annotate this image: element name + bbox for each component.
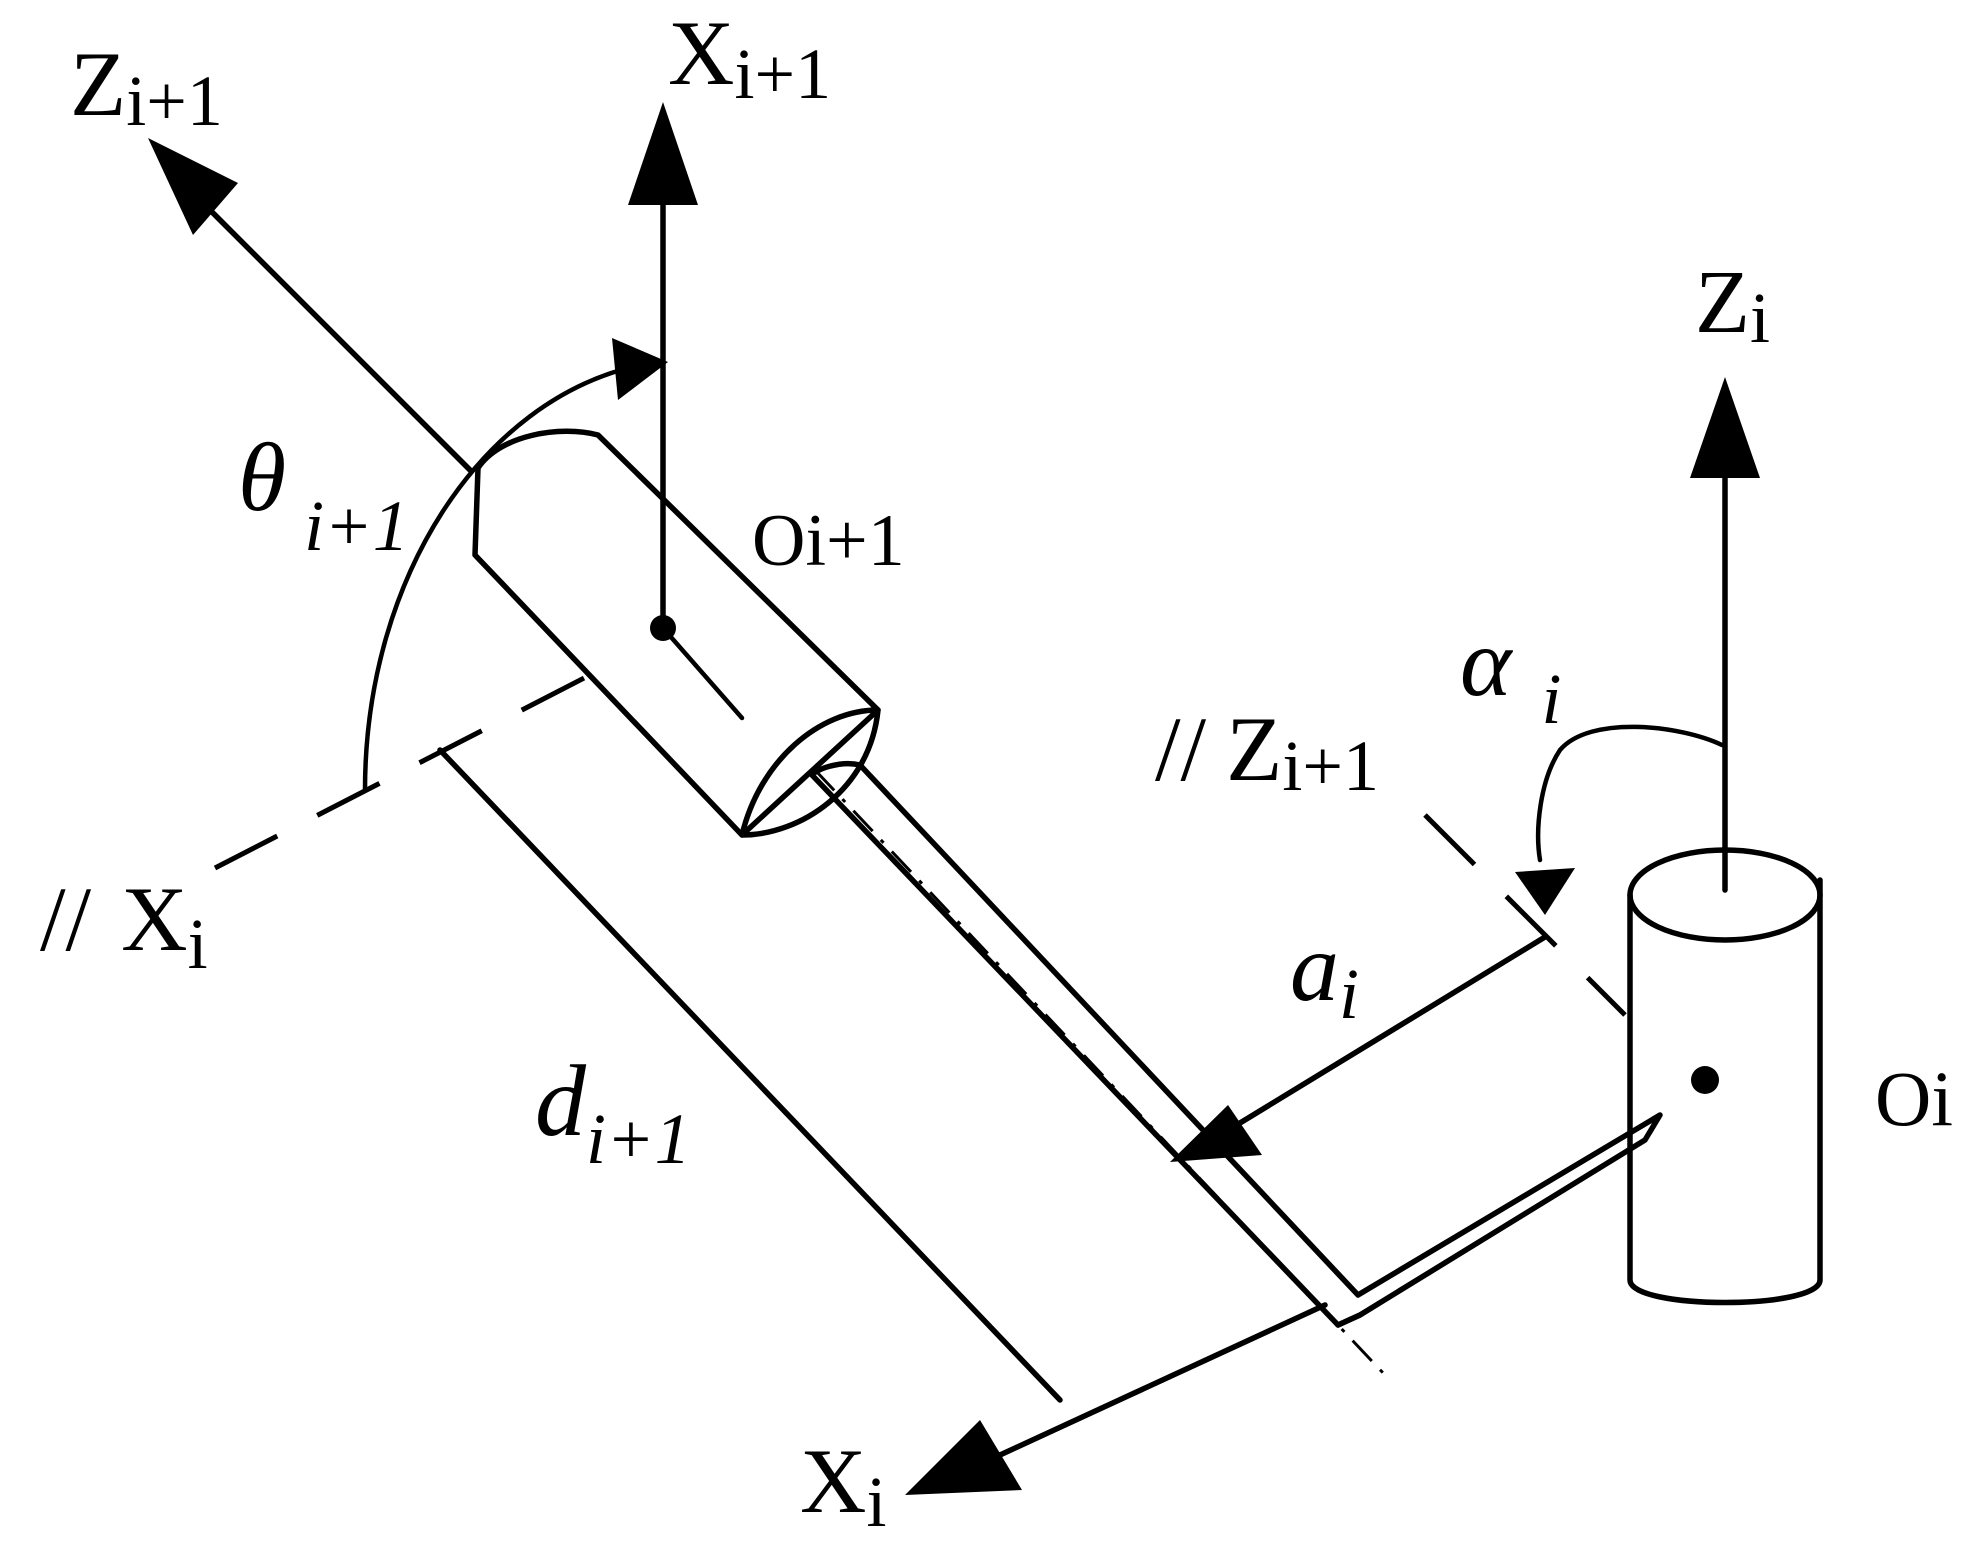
d-dimension-line xyxy=(437,747,1063,1403)
theta-arc xyxy=(362,338,668,793)
parallel-x-label: //Xi xyxy=(40,868,208,984)
rod-centerline xyxy=(813,768,1387,1377)
upper-cylinder xyxy=(472,428,881,838)
rod xyxy=(809,761,1663,1328)
parallel-z-label: //Zi+1 xyxy=(1155,698,1379,806)
x-i-axis xyxy=(905,1302,1328,1495)
z-next-label: Zi+1 xyxy=(70,33,223,141)
origin-next-label: Oi+1 xyxy=(752,500,905,582)
z-parallel-dashed xyxy=(1423,813,1627,1017)
z-next-axis xyxy=(148,138,473,473)
lower-cylinder xyxy=(1627,847,1823,1306)
alpha-arc xyxy=(1515,724,1725,915)
x-next-axis xyxy=(628,102,698,628)
a-i-label: ai xyxy=(1290,914,1359,1034)
x-i-label: Xi xyxy=(800,1430,886,1542)
origin-i-point xyxy=(1691,1066,1719,1094)
x-parallel-dashed xyxy=(213,672,592,871)
d-label: di+1 xyxy=(535,1045,691,1179)
z-i-label: Zi xyxy=(1695,253,1770,358)
z-i-axis xyxy=(1690,377,1760,893)
origin-i-label: Oi xyxy=(1875,1055,1953,1142)
a-i-dimension xyxy=(1170,934,1548,1162)
x-next-label: Xi+1 xyxy=(668,2,831,114)
